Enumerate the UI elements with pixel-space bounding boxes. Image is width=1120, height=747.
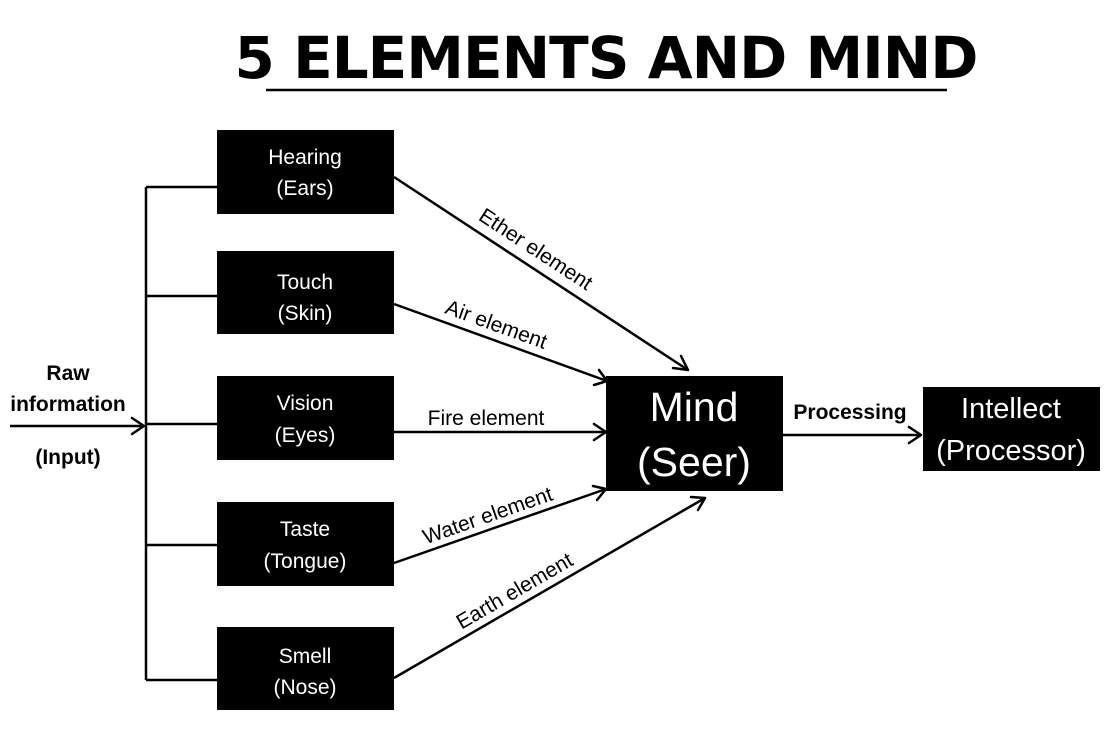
sense-box-vision: Vision (Eyes) bbox=[217, 376, 394, 460]
ether-element-arrow bbox=[393, 175, 689, 372]
water-element-arrow bbox=[393, 487, 607, 565]
sense-name: Taste bbox=[280, 518, 330, 541]
earth-element-label: Earth element bbox=[452, 549, 577, 635]
input-label-line3: (Input) bbox=[35, 446, 100, 469]
water-element-label: Water element bbox=[420, 483, 556, 549]
earth-element-arrow-head bbox=[689, 495, 707, 512]
sense-organ: (Ears) bbox=[276, 177, 333, 200]
intellect-box: Intellect (Processor) bbox=[923, 387, 1100, 471]
air-element-arrow bbox=[393, 302, 608, 383]
sense-name: Smell bbox=[279, 645, 332, 668]
mind-box: Mind (Seer) bbox=[606, 376, 783, 491]
ether-element-label: Ether element bbox=[475, 204, 597, 295]
sense-organ: (Skin) bbox=[278, 302, 333, 325]
sense-box-smell: Smell (Nose) bbox=[217, 627, 394, 710]
earth-element-arrow bbox=[393, 496, 706, 680]
sense-box-taste: Taste (Tongue) bbox=[217, 502, 394, 586]
sense-organ: (Tongue) bbox=[264, 550, 347, 573]
mind-subtitle: (Seer) bbox=[637, 439, 751, 485]
sense-organ: (Nose) bbox=[273, 676, 336, 699]
input-arrow-head bbox=[130, 416, 146, 436]
processing-arrow-head bbox=[907, 425, 923, 445]
sense-name: Vision bbox=[277, 392, 334, 415]
air-element-label: Air element bbox=[442, 296, 550, 354]
sense-box-touch: Touch (Skin) bbox=[217, 251, 394, 334]
sense-organ: (Eyes) bbox=[275, 424, 336, 447]
diagram-title: 5 ELEMENTS AND MIND bbox=[235, 24, 978, 92]
mind-title: Mind bbox=[650, 384, 739, 430]
sense-box-hearing: Hearing (Ears) bbox=[217, 130, 394, 214]
processing-label: Processing bbox=[793, 401, 906, 424]
fire-element-label: Fire element bbox=[428, 407, 545, 430]
ether-element-arrow-head bbox=[671, 354, 690, 372]
sense-name: Hearing bbox=[268, 146, 342, 169]
input-label-line2: information bbox=[10, 393, 126, 416]
intellect-title: Intellect bbox=[961, 393, 1061, 425]
sense-name: Touch bbox=[277, 271, 333, 294]
input-label-line1: Raw bbox=[46, 362, 90, 385]
intellect-subtitle: (Processor) bbox=[936, 435, 1086, 467]
